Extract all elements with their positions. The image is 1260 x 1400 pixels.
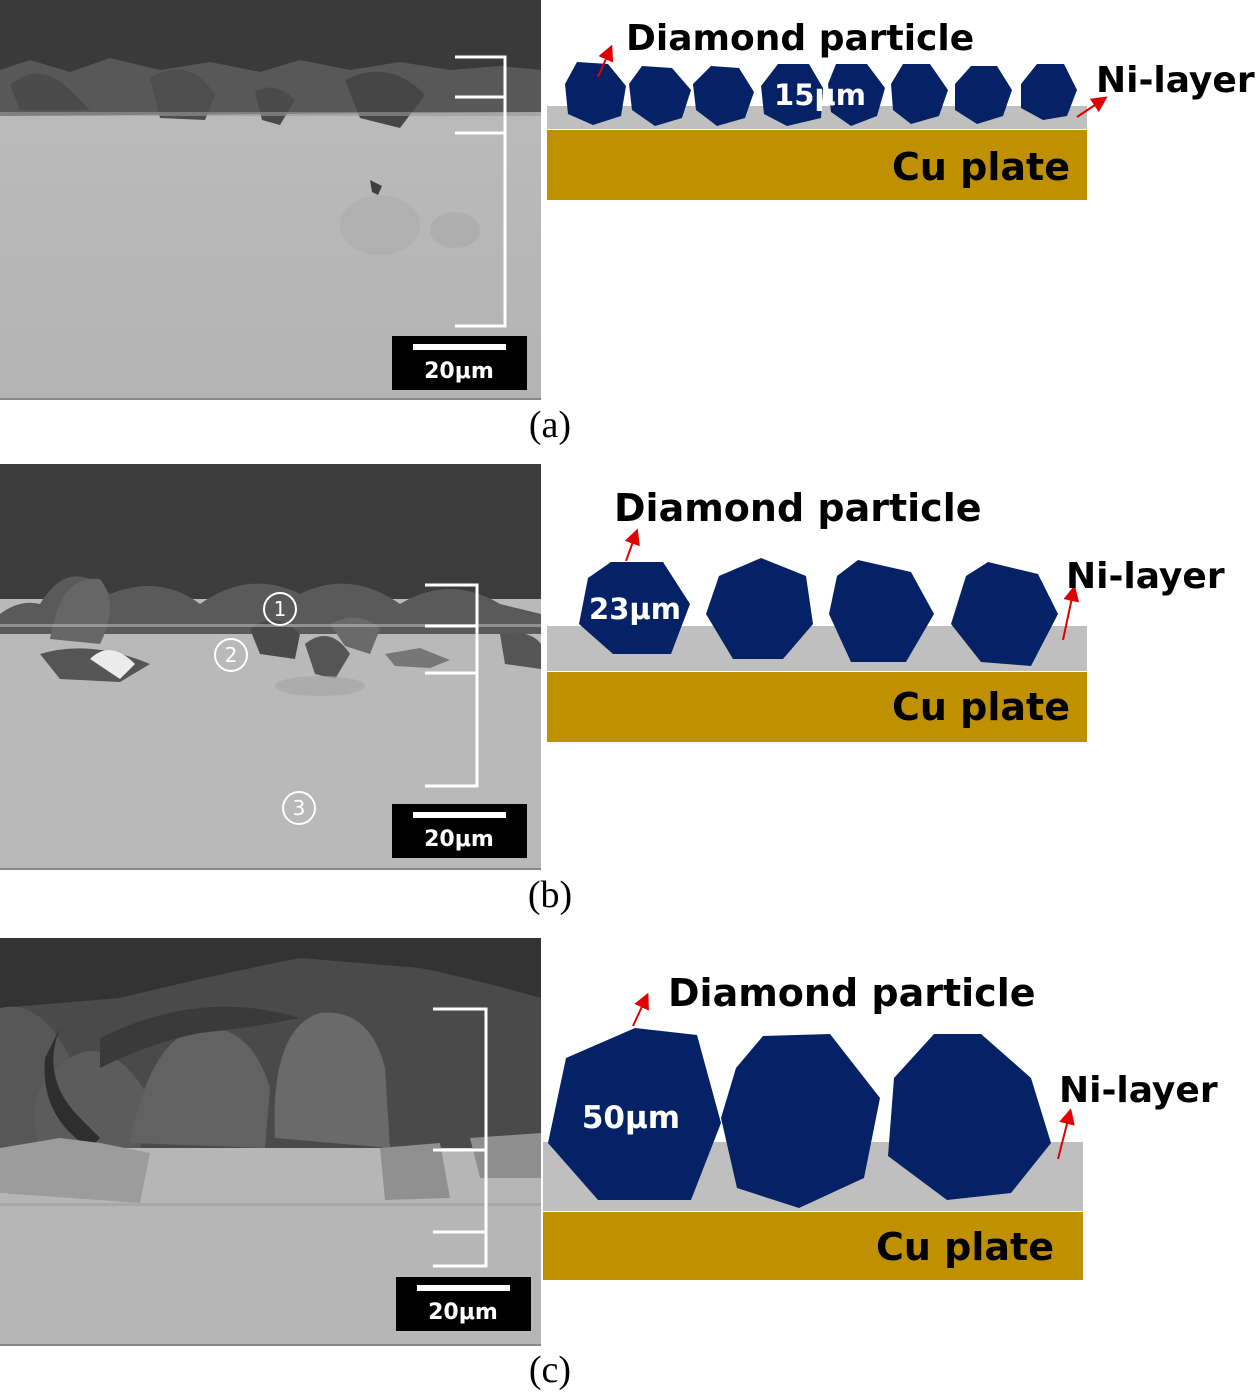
marker-3: 3 — [282, 791, 316, 825]
particle-size-label-b: 23μm — [589, 592, 681, 626]
measurement-bracket-a — [455, 55, 507, 328]
diamond-particle — [548, 1028, 721, 1200]
diamond-particle — [706, 558, 813, 659]
diamond-particle — [1021, 64, 1077, 120]
sem-image-b: 1 2 3 20μm — [0, 464, 541, 870]
measurement-bracket-c — [433, 1007, 488, 1268]
particle-size-label-a: 15μm — [774, 78, 866, 112]
diamond-particle-label-c: Diamond particle — [668, 971, 1036, 1015]
schematic-b: 23μm Diamond particle Ni-layer Cu plate — [547, 486, 1225, 742]
svg-text:2: 2 — [225, 643, 238, 667]
diamond-particle — [693, 66, 754, 126]
cu-plate-label-c: Cu plate — [876, 1225, 1054, 1269]
scale-bar-a: 20μm — [392, 336, 527, 390]
scale-bar-b: 20μm — [392, 804, 527, 858]
diamond-particle-label-a: Diamond particle — [626, 18, 974, 59]
particle-size-label-c: 50μm — [582, 1100, 680, 1136]
diamond-particles-a — [565, 62, 1077, 126]
panel-a: 20μm 15μm Diamond particle Ni-layer Cu p… — [0, 0, 1260, 450]
cu-plate-label-b: Cu plate — [892, 685, 1070, 729]
sem-image-c: 20μm — [0, 938, 541, 1346]
diamond-particles-c — [548, 1028, 1051, 1208]
diamond-particle — [955, 66, 1012, 124]
sem-image-a: 20μm — [0, 0, 541, 400]
caption-c: (c) — [528, 1349, 572, 1391]
diamond-particle — [888, 1034, 1051, 1200]
diamond-particle — [951, 562, 1058, 666]
cu-plate-a — [547, 130, 1087, 200]
diamond-particle — [629, 66, 691, 126]
scale-bar-label-a: 20μm — [424, 359, 494, 384]
schematic-a: 15μm Diamond particle Ni-layer Cu plate — [547, 18, 1255, 200]
ni-layer-label-c: Ni-layer — [1059, 1070, 1218, 1111]
scale-bar-label-b: 20μm — [424, 827, 494, 852]
diamond-particle — [721, 1034, 880, 1208]
diamond-particle — [761, 64, 823, 126]
diamond-particle — [829, 560, 934, 662]
scale-bar-label-c: 20μm — [428, 1300, 498, 1325]
panel-b: 1 2 3 20μm — [0, 464, 1260, 924]
caption-a: (a) — [528, 404, 572, 446]
cu-plate-b — [547, 672, 1087, 742]
svg-text:1: 1 — [274, 597, 287, 621]
marker-2: 2 — [214, 638, 248, 672]
diamond-particles-b — [579, 558, 1058, 666]
diamond-particle — [828, 64, 885, 126]
diamond-particle-label-b: Diamond particle — [614, 486, 982, 530]
scale-bar-c: 20μm — [396, 1277, 531, 1331]
diamond-particle — [891, 64, 948, 124]
panel-c: 20μm 50μm Diamond particle Ni-layer Cu p… — [0, 938, 1260, 1400]
ni-layer-label-a: Ni-layer — [1096, 60, 1255, 101]
cu-plate-label-a: Cu plate — [892, 145, 1070, 189]
diamond-particle — [579, 562, 690, 654]
cu-plate-c — [543, 1212, 1083, 1280]
measurement-bracket-b — [425, 583, 479, 788]
diamond-particle — [565, 62, 626, 125]
svg-text:3: 3 — [293, 796, 306, 820]
ni-layer-label-b: Ni-layer — [1066, 556, 1225, 597]
schematic-c: 50μm Diamond particle Ni-layer Cu plate — [543, 971, 1218, 1280]
marker-1: 1 — [263, 592, 297, 626]
caption-b: (b) — [527, 874, 573, 916]
